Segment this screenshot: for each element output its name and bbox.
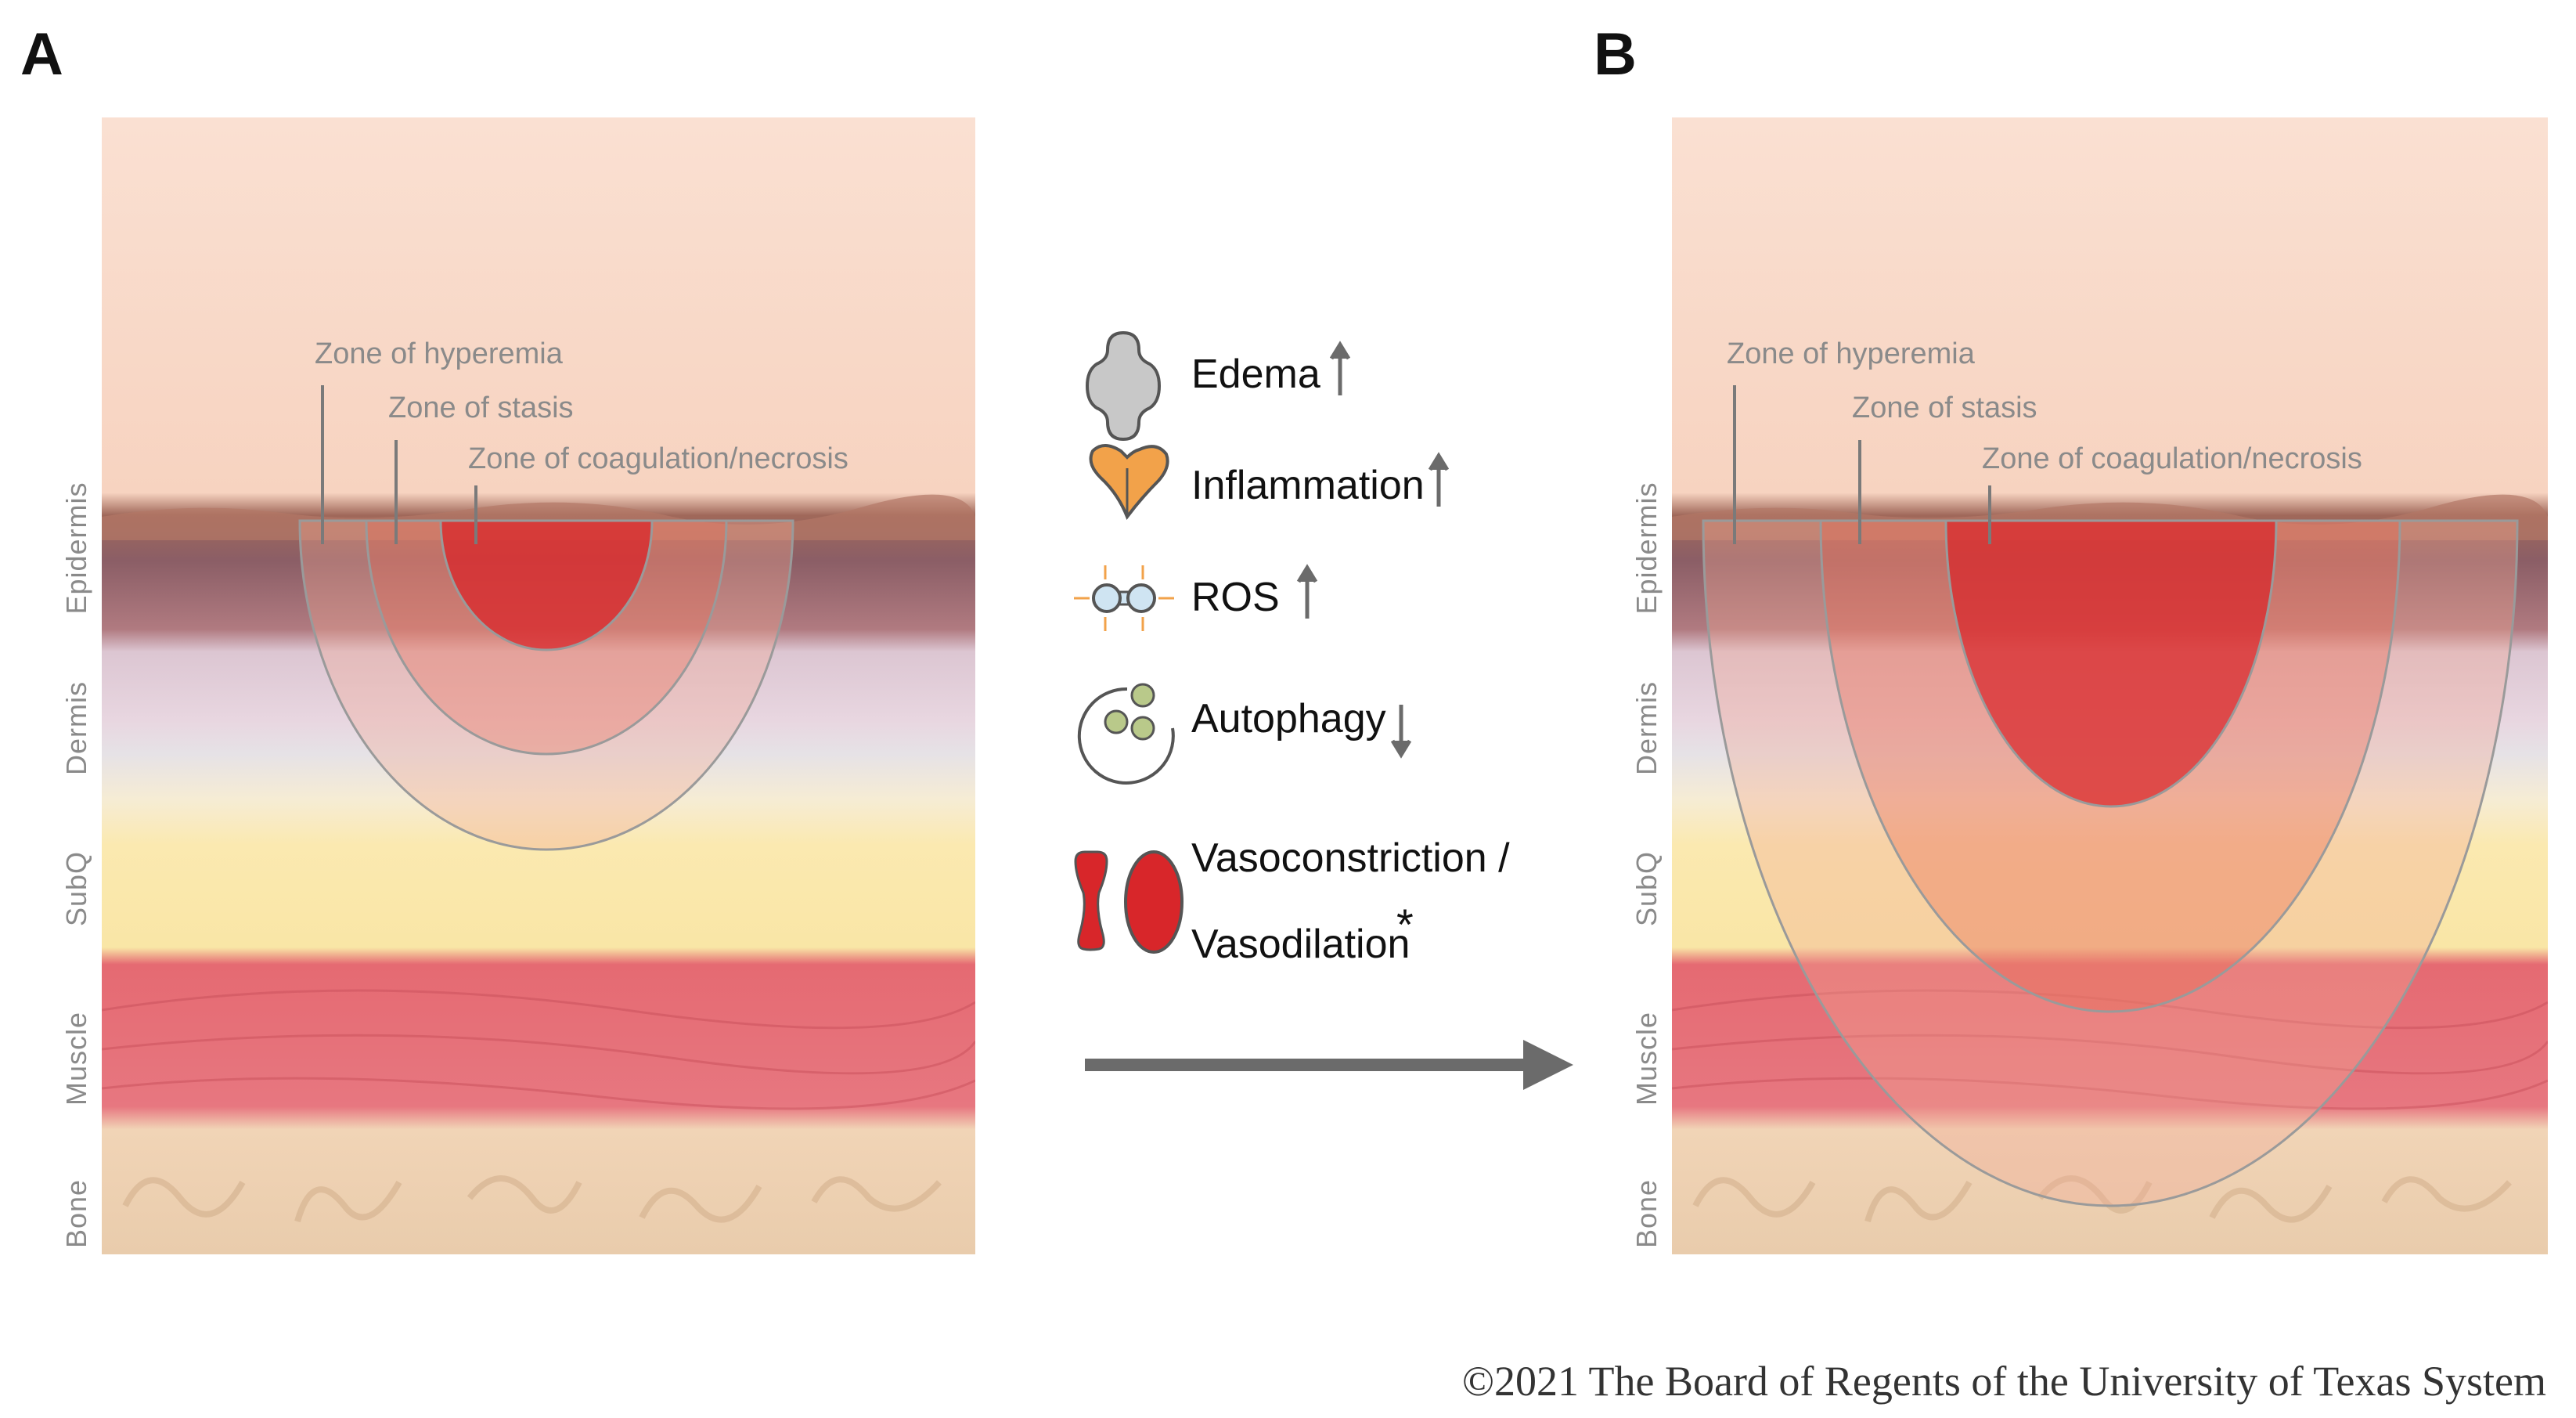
legend-inflammation-label: Inflammation bbox=[1191, 463, 1425, 508]
up-arrow-icon bbox=[1329, 341, 1351, 395]
right-arrow-icon bbox=[1085, 1040, 1573, 1090]
panel-b-zone-hyperemia bbox=[1702, 519, 2519, 1207]
panel-a-label-coagulation: Zone of coagulation/necrosis bbox=[468, 442, 848, 475]
panel-a-skin-illustration bbox=[102, 117, 975, 1254]
panel-a-zone-hyperemia bbox=[298, 519, 794, 851]
panel-a-layer-epidermis: Epidermis bbox=[60, 482, 92, 614]
down-arrow-icon bbox=[1390, 705, 1412, 759]
legend-vaso-asterisk: * bbox=[1396, 900, 1414, 949]
panel-b-label-stasis: Zone of stasis bbox=[1852, 391, 2037, 424]
vessel-icon bbox=[1074, 850, 1184, 954]
panel-b-layer-subq: SubQ bbox=[1630, 851, 1663, 926]
panel-label-b: B bbox=[1594, 21, 1637, 88]
panel-b-layer-muscle: Muscle bbox=[1630, 1012, 1663, 1106]
up-arrow-icon bbox=[1296, 564, 1318, 619]
panel-b-layer-bone: Bone bbox=[1630, 1179, 1663, 1248]
panel-label-a: A bbox=[20, 21, 63, 88]
copyright-notice: ©2021 The Board of Regents of the Univer… bbox=[1462, 1358, 2546, 1405]
legend-edema-label: Edema bbox=[1191, 352, 1320, 397]
inflammation-icon bbox=[1089, 444, 1169, 521]
panel-b-label-coagulation: Zone of coagulation/necrosis bbox=[1982, 442, 2362, 475]
edema-icon bbox=[1085, 330, 1162, 442]
panel-b-label-hyperemia: Zone of hyperemia bbox=[1727, 337, 1976, 370]
legend-ros-label: ROS bbox=[1191, 575, 1280, 620]
panel-a-layer-subq: SubQ bbox=[60, 851, 92, 926]
panel-a-layer-bone: Bone bbox=[60, 1179, 92, 1248]
panel-a-layer-dermis: Dermis bbox=[60, 681, 92, 775]
panel-b-zone-coagulation bbox=[1944, 519, 2278, 808]
ros-icon bbox=[1074, 565, 1174, 631]
panel-b-skin-illustration bbox=[1672, 117, 2548, 1254]
legend-autophagy-label: Autophagy bbox=[1191, 696, 1386, 741]
panel-b-layer-epidermis: Epidermis bbox=[1630, 482, 1663, 614]
legend-vaso-line2: Vasodilation bbox=[1191, 922, 1410, 967]
legend: Edema Inflammation bbox=[1074, 330, 1510, 967]
autophagy-icon bbox=[1077, 683, 1175, 785]
panel-a-label-stasis: Zone of stasis bbox=[388, 391, 574, 424]
up-arrow-icon bbox=[1428, 452, 1450, 507]
legend-vaso-line1: Vasoconstriction / bbox=[1191, 835, 1510, 881]
panel-a-label-hyperemia: Zone of hyperemia bbox=[315, 337, 564, 370]
panel-a-zone-coagulation bbox=[439, 519, 654, 651]
panel-b-layer-dermis: Dermis bbox=[1630, 681, 1663, 775]
panel-a-layer-muscle: Muscle bbox=[60, 1012, 92, 1106]
